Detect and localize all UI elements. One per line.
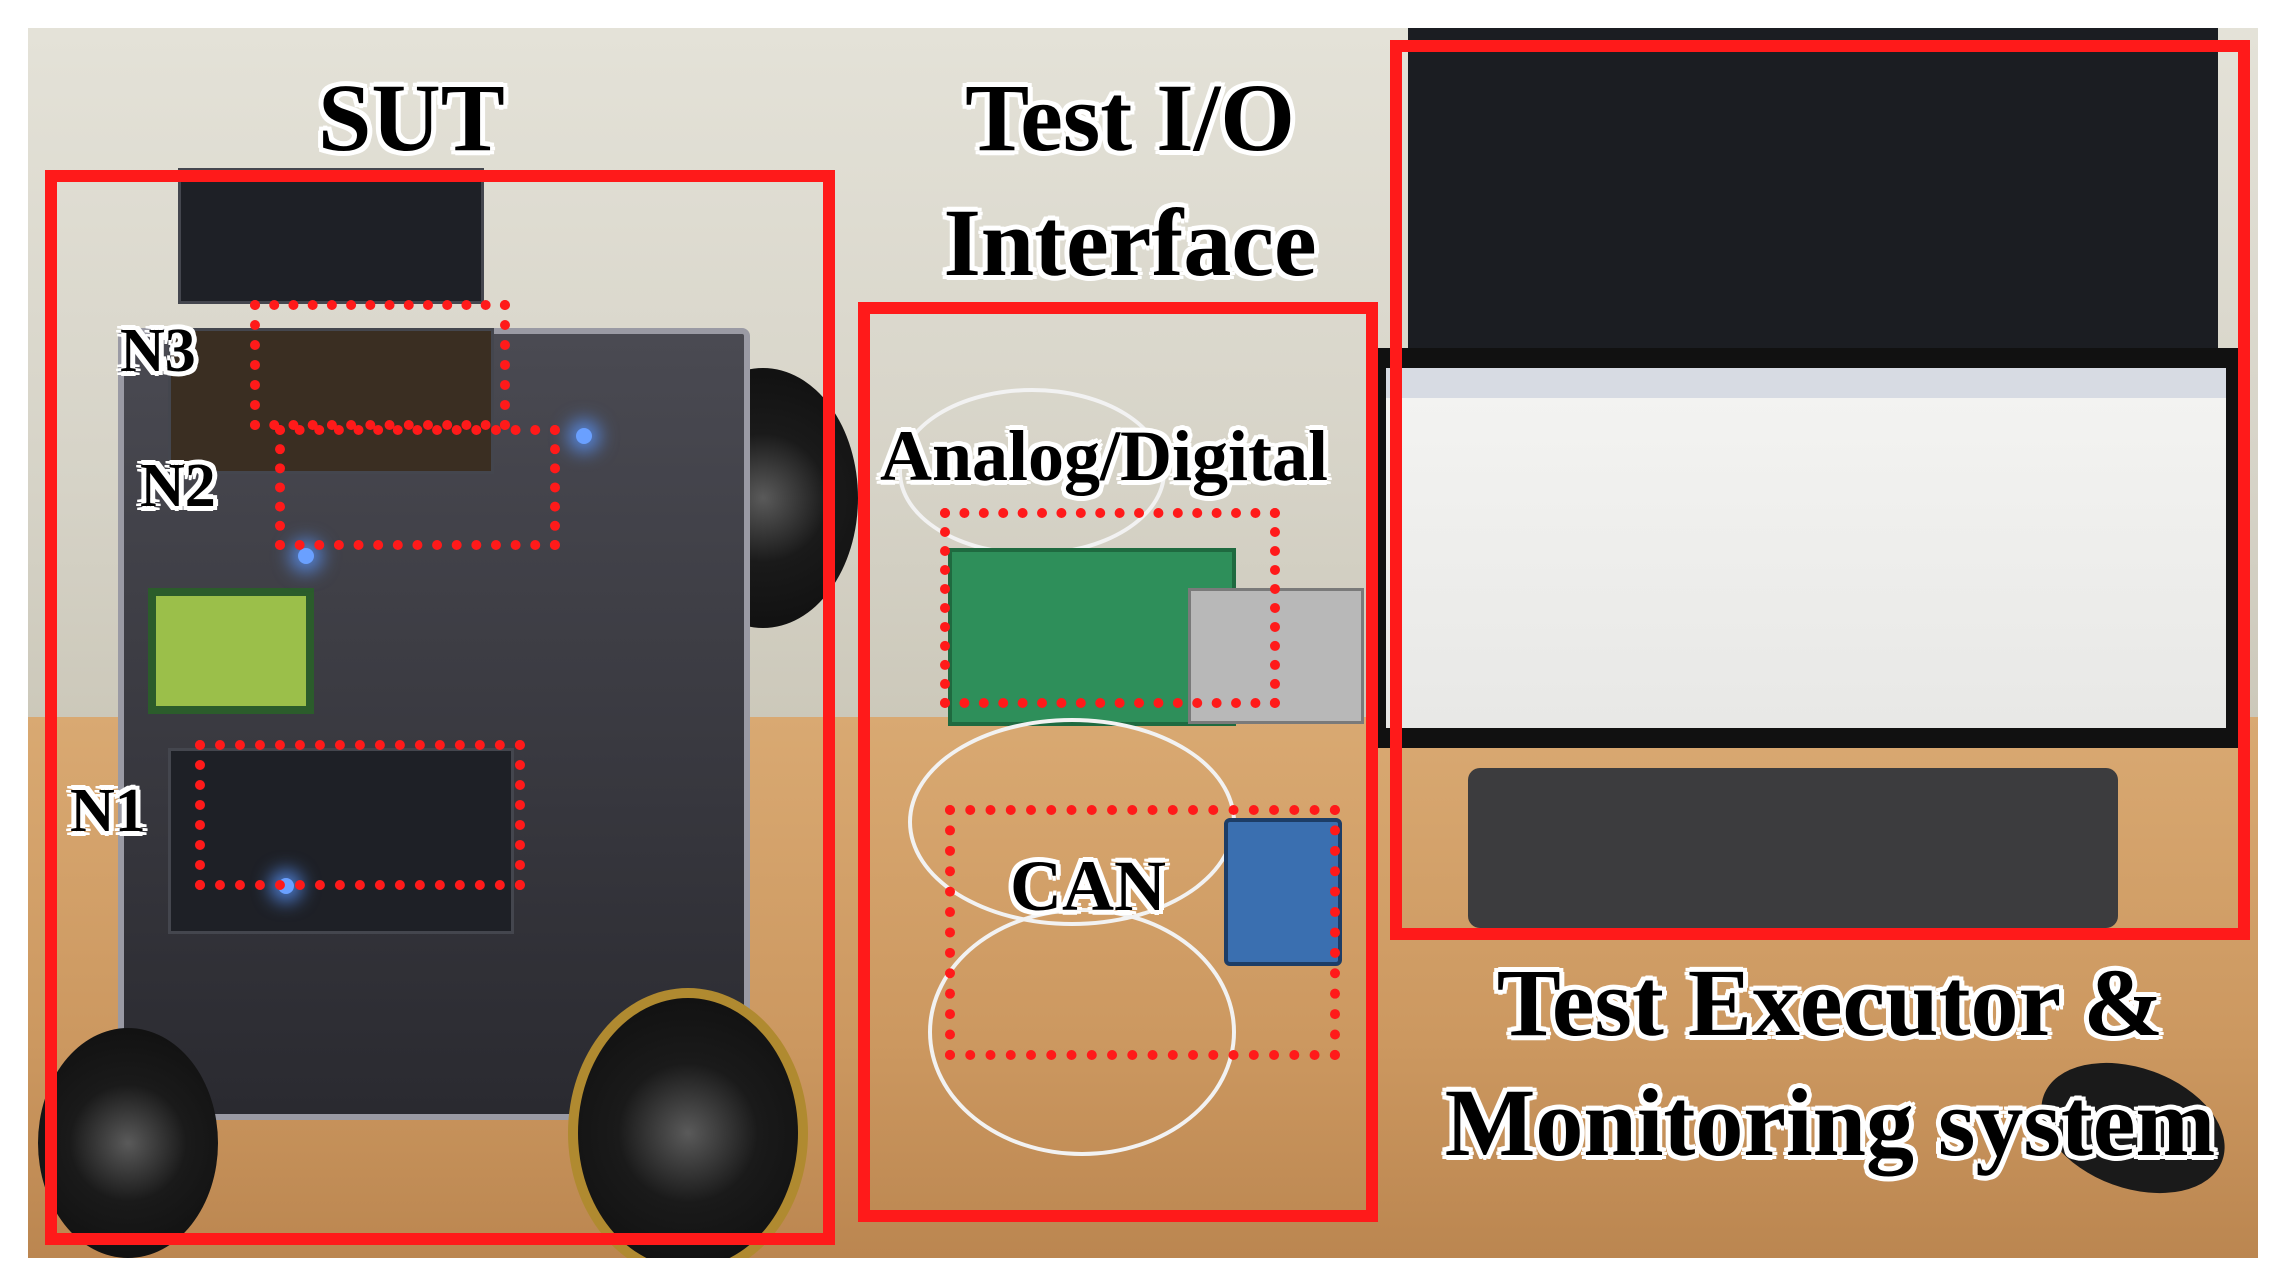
n1-label: N1 [70,777,146,845]
testbed-photo [28,28,2258,1258]
ecu-board-n2 [168,328,494,474]
can-interface-device [1224,818,1342,966]
lcd-display [148,588,314,714]
screen-toolbar [1386,368,2226,398]
test-io-label-line1: Test I/O [965,64,1295,171]
analog-digital-box [940,508,1280,708]
test-io-box [858,302,1378,1222]
monitor-screen [1386,368,2226,728]
cable [928,908,1236,1156]
n2-box [275,425,560,550]
sut-box [45,170,835,1245]
analog-digital-label: Analog/Digital [880,416,1329,496]
n1-box [195,740,525,890]
executor-label-line2: Monitoring system [1444,1069,2216,1176]
can-label: CAN [1010,846,1166,926]
status-led [576,428,592,444]
ecu-board-n1 [168,748,514,934]
n3-box [250,300,510,430]
robot-wheel [38,1028,218,1258]
n3-label: N3 [120,317,196,385]
test-io-label-line2: Interface [943,189,1317,296]
executor-label-line1: Test Executor & [1496,949,2164,1056]
executor-box [1390,40,2250,940]
n2-label: N2 [140,452,216,520]
sut-label: SUT [318,64,505,171]
robot-wheel [568,988,808,1258]
pc-tower [1408,28,2218,358]
status-led [298,548,314,564]
ecu-board-n3 [178,168,484,304]
keyboard [1468,768,2118,928]
can-box [945,805,1340,1060]
